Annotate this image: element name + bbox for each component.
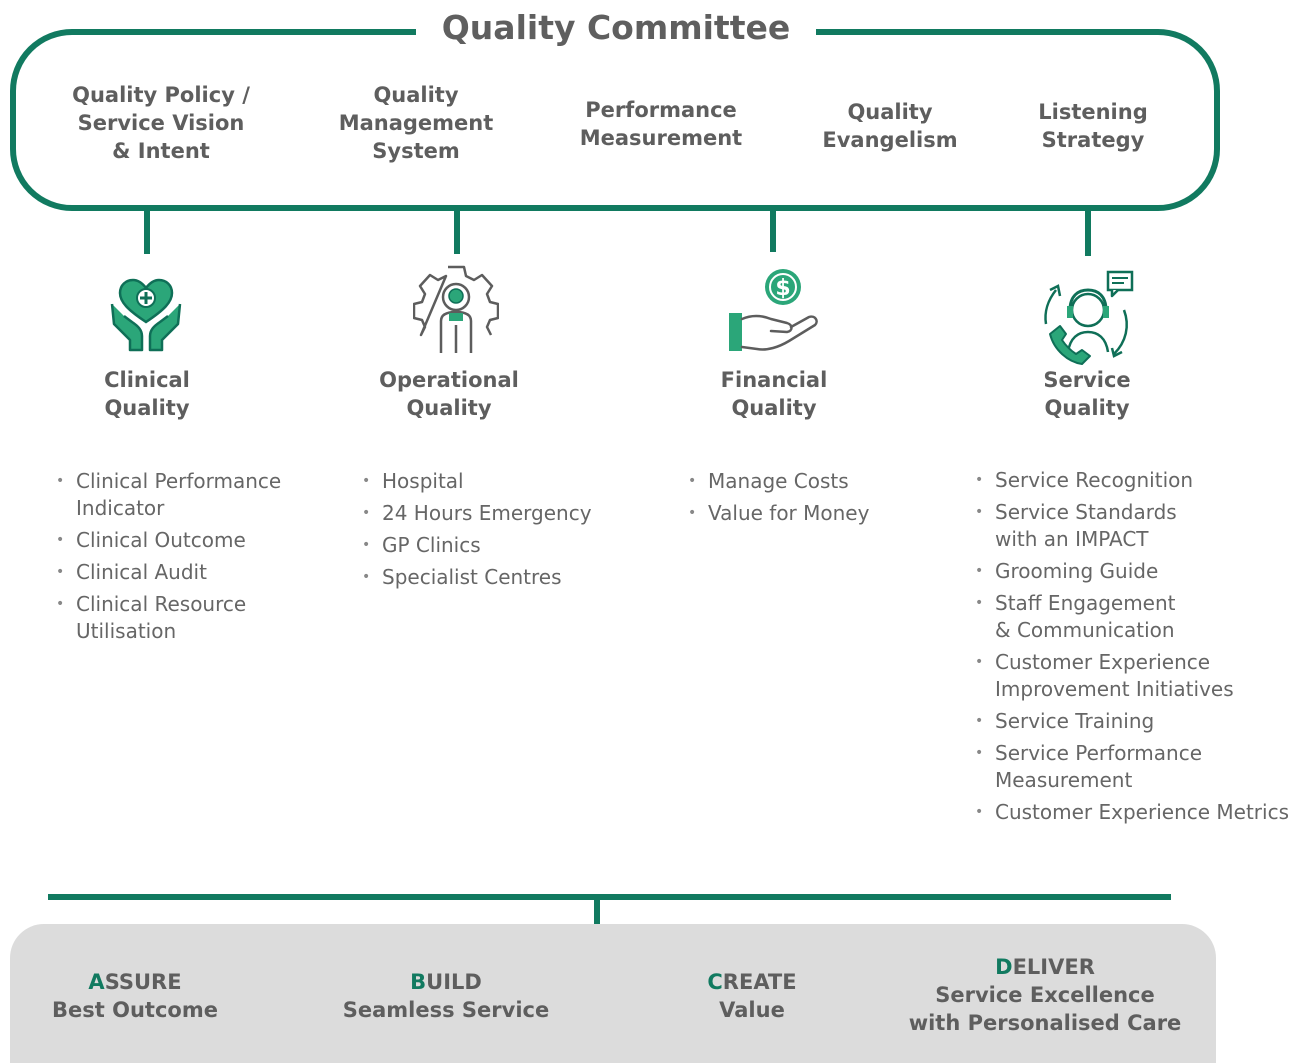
list-item: Service Training — [975, 708, 1315, 735]
function-listening-strategy: Listening Strategy — [1038, 100, 1148, 152]
svg-text:$: $ — [775, 276, 790, 301]
list-item: 24 Hours Emergency — [362, 500, 632, 527]
goal-word-rest: UILD — [426, 970, 482, 994]
function-quality-policy: Quality Policy / Service Vision & Intent — [72, 83, 250, 163]
list-item: Staff Engagement & Communication — [975, 590, 1315, 644]
list-item: Clinical Audit — [56, 559, 316, 586]
list-item: Hospital — [362, 468, 632, 495]
goal-create: CREATE Value — [672, 968, 832, 1024]
list-item: Service Performance Measurement — [975, 740, 1315, 794]
pillar-title-operational: Operational Quality — [379, 368, 519, 420]
function-performance-measurement: Performance Measurement — [579, 98, 743, 150]
list-item: Value for Money — [688, 500, 948, 527]
function-quality-management-system: Quality Management System — [338, 83, 494, 163]
list-item: Clinical Performance Indicator — [56, 468, 316, 522]
goals-panel — [10, 924, 1216, 1063]
goal-initial: D — [995, 955, 1013, 979]
list-item: GP Clinics — [362, 532, 632, 559]
goal-initial: C — [707, 970, 723, 994]
heart-hands-icon — [110, 278, 182, 352]
goal-subtitle: Service Excellence — [935, 983, 1155, 1007]
connector-financial — [770, 206, 776, 252]
list-item: Clinical Outcome — [56, 527, 316, 554]
goal-initial: A — [88, 970, 105, 994]
connector-operational — [454, 206, 460, 254]
pillar-title-financial: Financial Quality — [720, 368, 828, 420]
base-stem — [594, 894, 600, 926]
list-item: Grooming Guide — [975, 558, 1315, 585]
list-item: Manage Costs — [688, 468, 948, 495]
goal-subtitle: Value — [719, 998, 785, 1022]
clinical-quality-list: Clinical Performance Indicator Clinical … — [56, 468, 316, 650]
goal-word-rest: SSURE — [104, 970, 182, 994]
goal-subtitle: Best Outcome — [52, 998, 218, 1022]
list-item: Service Standards with an IMPACT — [975, 499, 1315, 553]
list-item: Specialist Centres — [362, 564, 632, 591]
goal-initial: B — [410, 970, 427, 994]
financial-quality-list: Manage Costs Value for Money — [688, 468, 948, 532]
goal-assure: ASSURE Best Outcome — [40, 968, 230, 1024]
pillar-title-clinical: Clinical Quality — [104, 368, 190, 420]
goal-build: BUILD Seamless Service — [326, 968, 566, 1024]
operational-quality-list: Hospital 24 Hours Emergency GP Clinics S… — [362, 468, 632, 596]
goal-subtitle: Seamless Service — [342, 998, 550, 1022]
gear-person-icon — [413, 265, 499, 353]
connector-service — [1085, 206, 1091, 256]
function-quality-evangelism: Quality Evangelism — [822, 100, 958, 152]
list-item: Service Recognition — [975, 467, 1315, 494]
customer-service-icon — [1044, 270, 1134, 365]
pillar-title-service: Service Quality — [1043, 368, 1131, 420]
goal-word-rest: ELIVER — [1012, 955, 1095, 979]
hand-money-icon: $ — [729, 269, 818, 351]
base-line — [48, 894, 1171, 900]
goal-word-rest: REATE — [722, 970, 797, 994]
committee-title: Quality Committee — [416, 4, 816, 52]
list-item: Clinical Resource Utilisation — [56, 591, 316, 645]
goal-deliver: DELIVER Service Excellence with Personal… — [890, 953, 1200, 1037]
connector-clinical — [144, 206, 150, 254]
service-quality-list: Service Recognition Service Standards wi… — [975, 467, 1315, 831]
list-item: Customer Experience Improvement Initiati… — [975, 649, 1315, 703]
goal-subtitle-2: with Personalised Care — [908, 1011, 1182, 1035]
list-item: Customer Experience Metrics — [975, 799, 1315, 826]
